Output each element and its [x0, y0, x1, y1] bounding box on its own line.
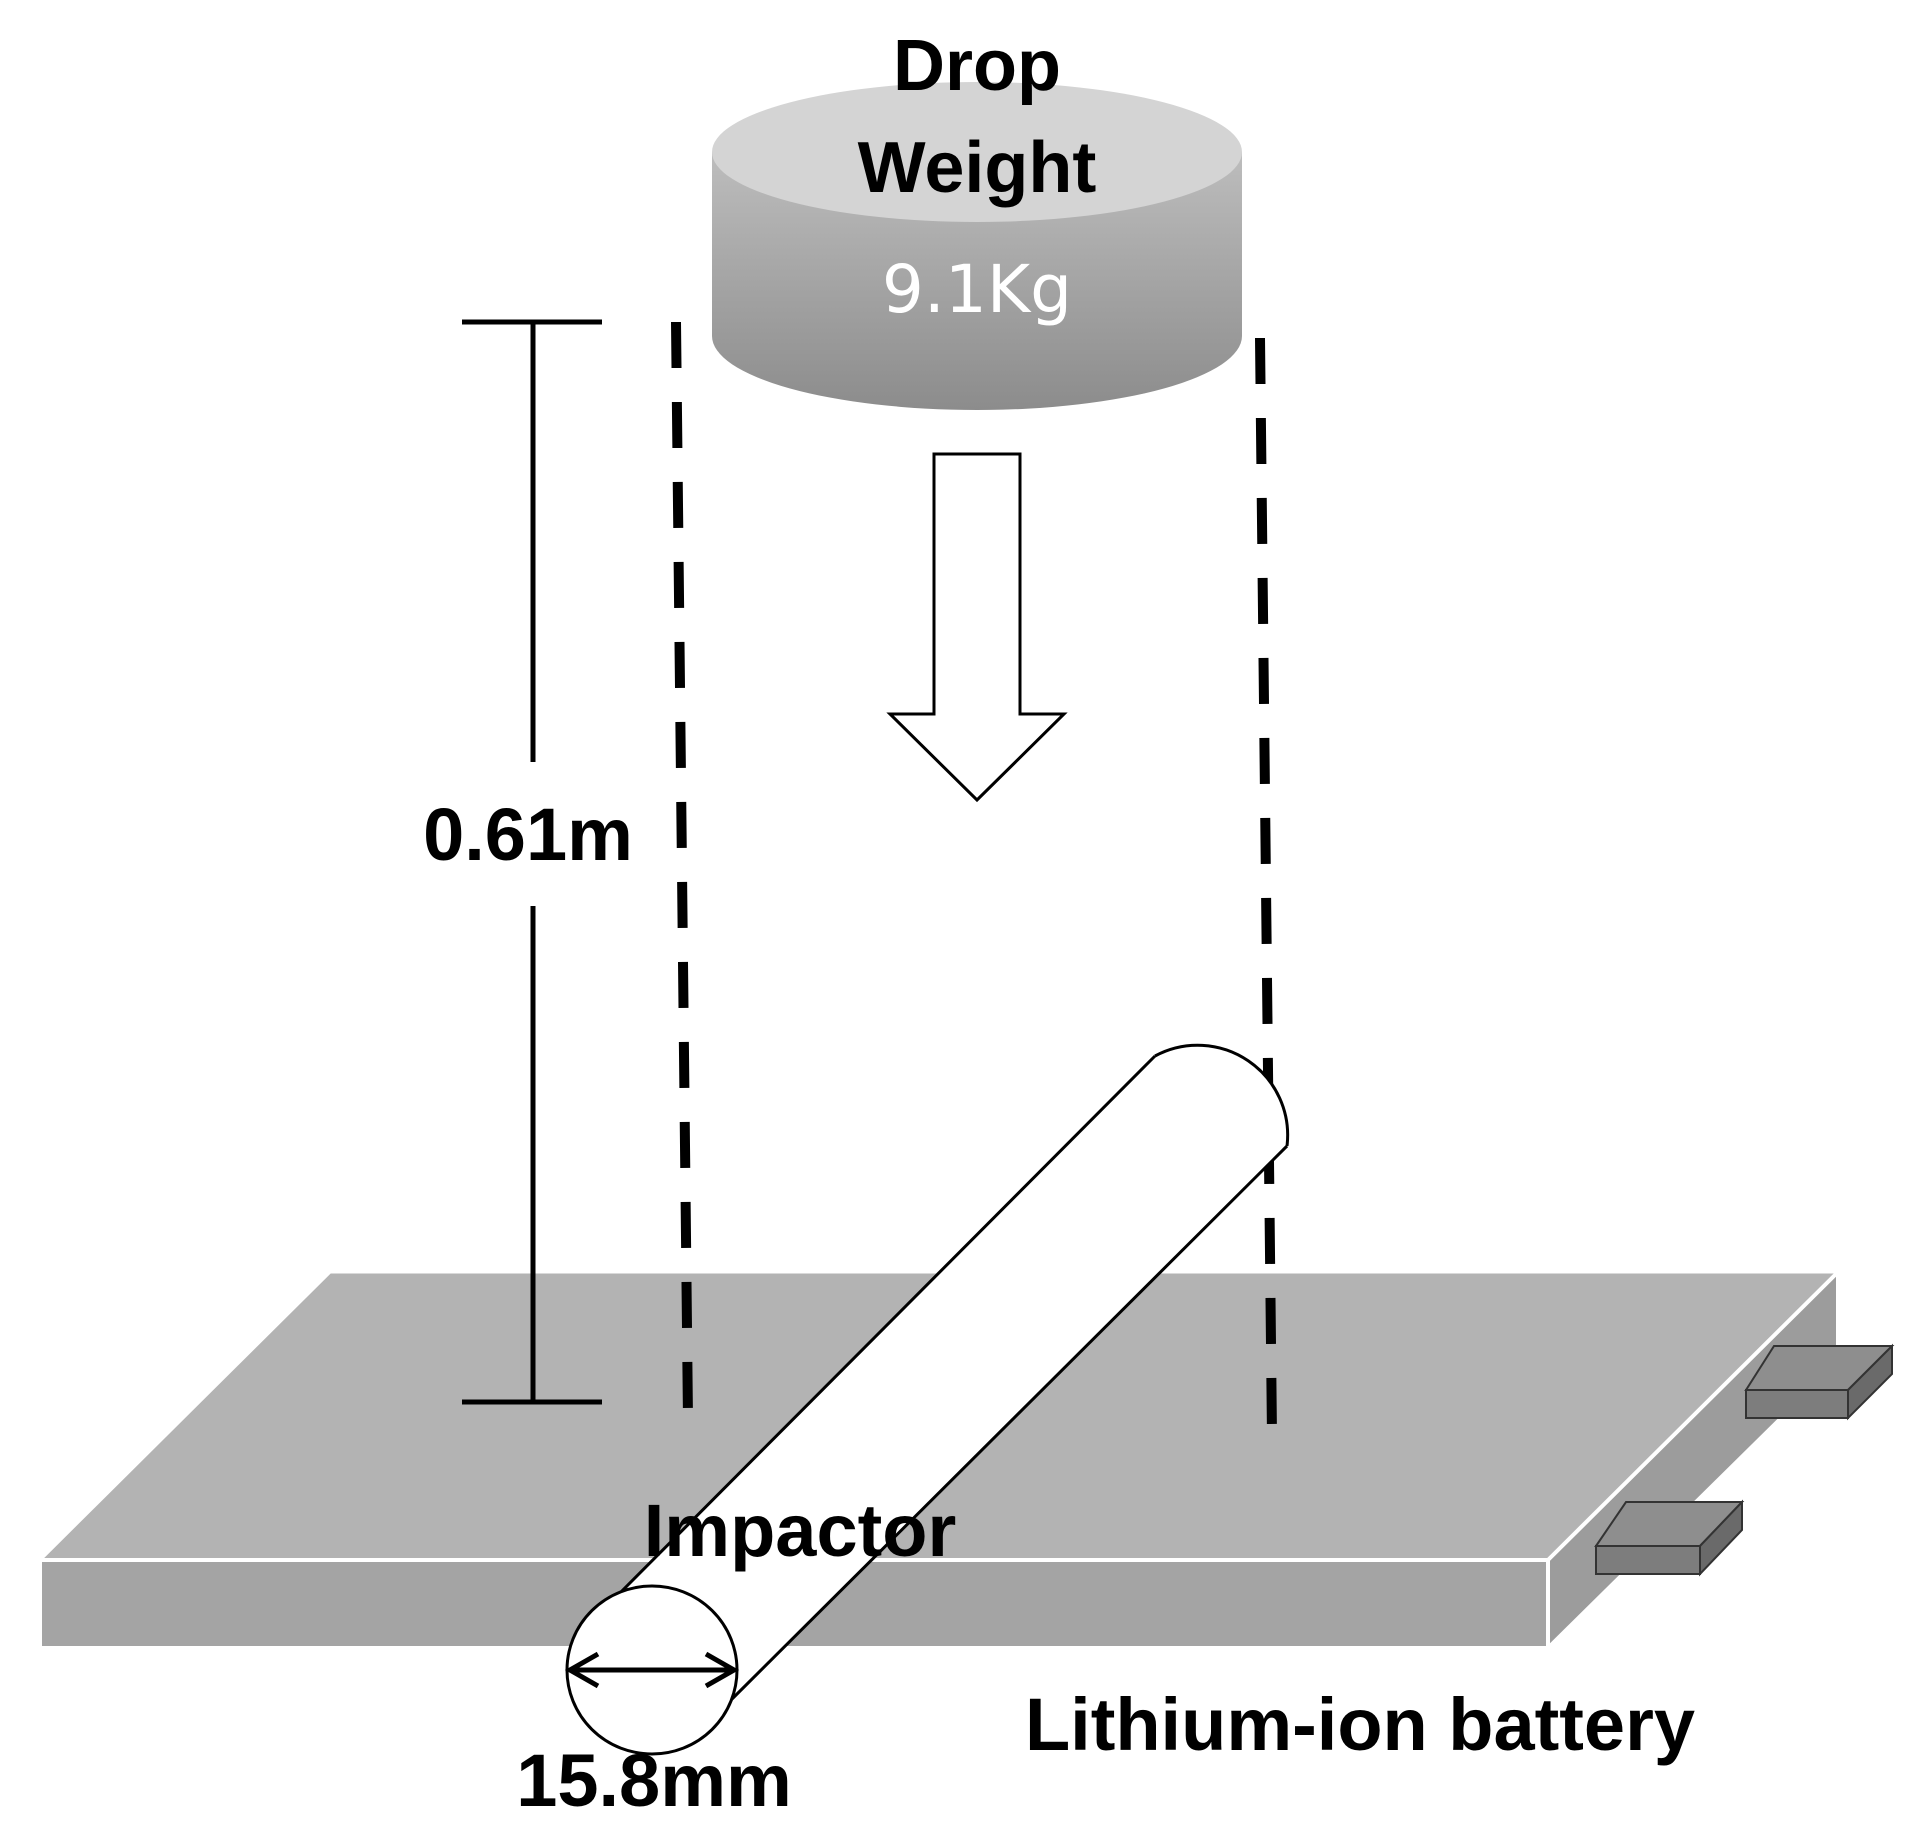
height-dimension-bar — [462, 319, 602, 1405]
drop-weight-mass: 9.1Kg — [882, 251, 1072, 328]
battery-terminal-tab — [1744, 1343, 1895, 1421]
left-dashed-guide — [671, 321, 693, 1421]
drop-weight-label-line1: Drop — [893, 26, 1061, 106]
drop-height-label: 0.61m — [423, 793, 633, 876]
drop-weight-top-face — [712, 82, 1242, 222]
battery-label: Lithium-ion battery — [1025, 1683, 1695, 1766]
drop-weight-cylinder — [712, 82, 1242, 410]
impactor-label: Impactor — [644, 1489, 957, 1572]
battery-terminal-tab — [1594, 1499, 1745, 1577]
diameter-dimension-arrow — [564, 1651, 740, 1689]
right-dashed-guide — [1255, 337, 1277, 1437]
impactor-diameter-label: 15.8mm — [516, 1739, 792, 1822]
drop-weight-label-line2: Weight — [858, 128, 1097, 208]
down-arrow-icon — [886, 452, 1068, 803]
impactor-cylinder — [565, 1043, 1290, 1756]
